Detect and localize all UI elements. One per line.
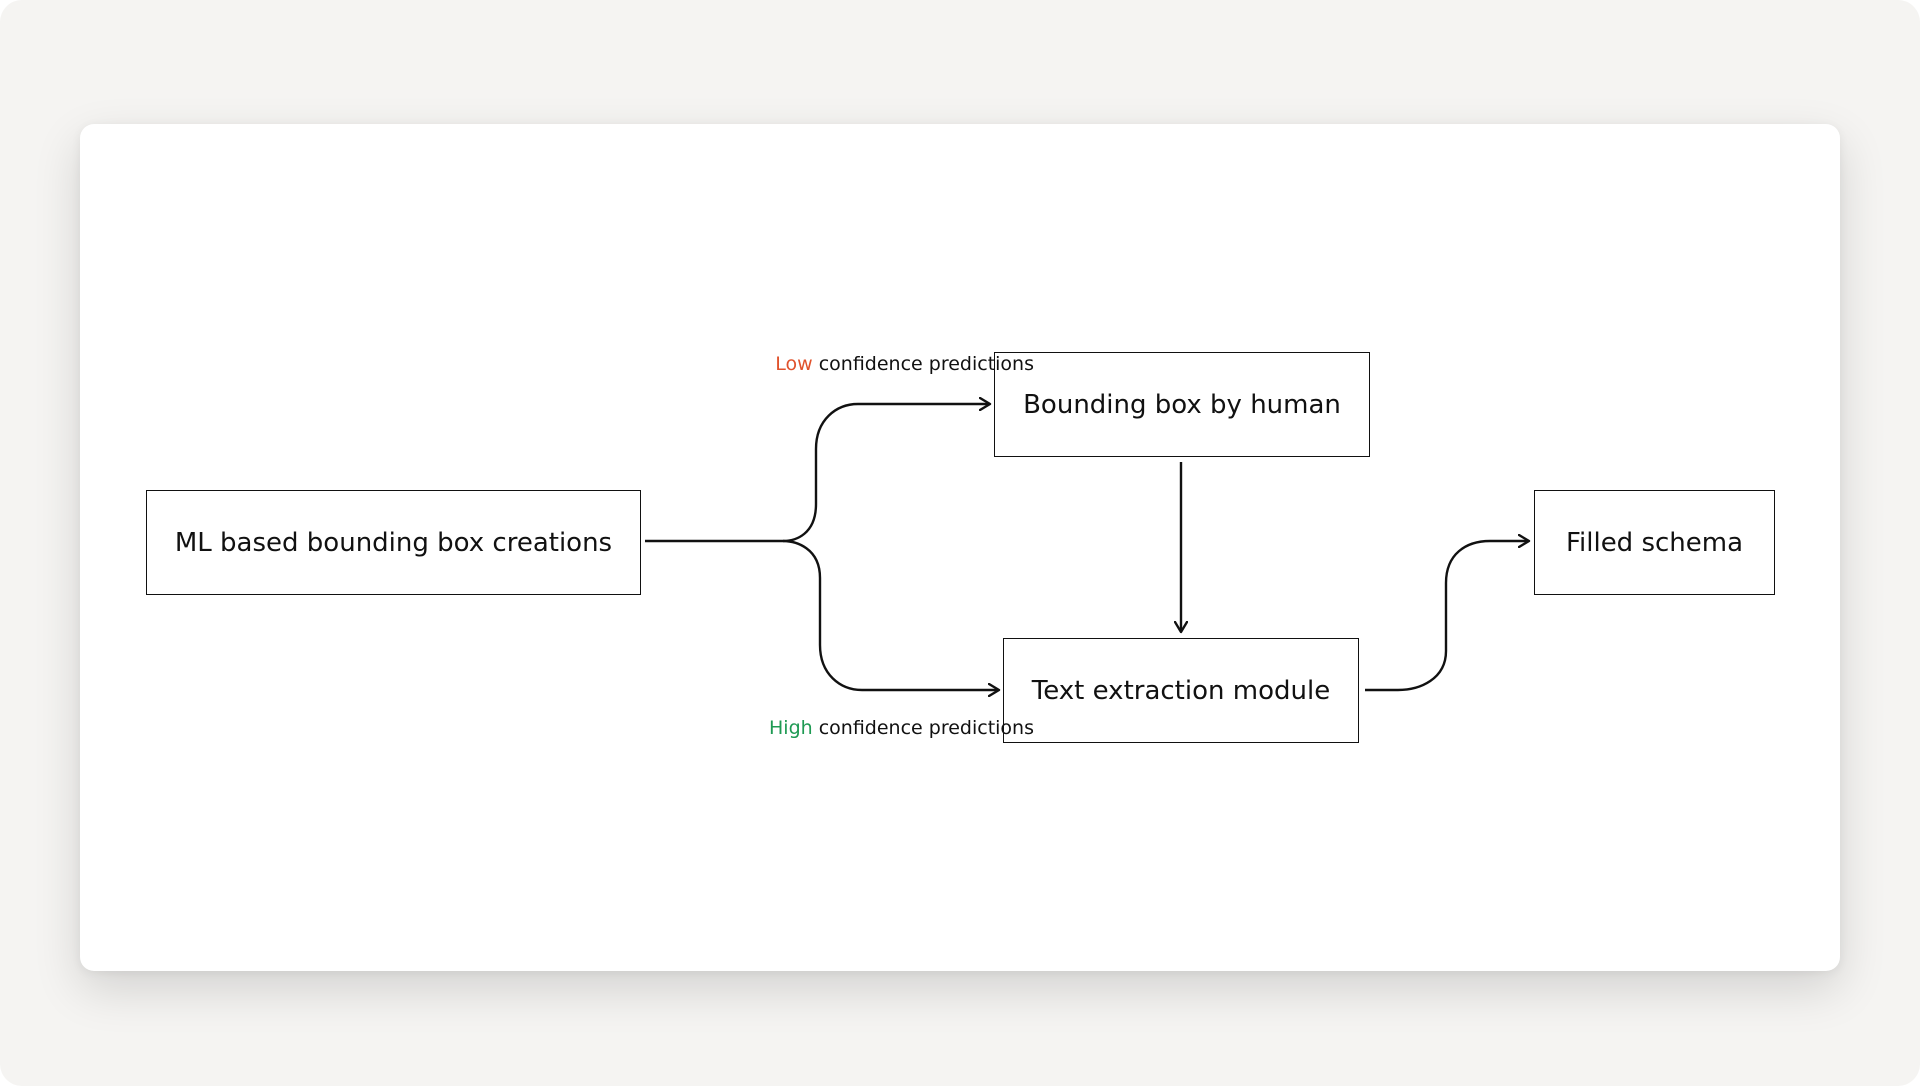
edge-label-low-confidence: Low confidence predictions bbox=[775, 353, 1034, 375]
node-bounding-box-by-human-label: Bounding box by human bbox=[1023, 389, 1341, 420]
node-filled-schema-label: Filled schema bbox=[1565, 527, 1744, 558]
edge-label-high-prefix: High bbox=[769, 717, 813, 739]
diagram-card: ML based bounding box creations Bounding… bbox=[80, 124, 1840, 971]
node-text-extraction-module: Text extraction module bbox=[1003, 638, 1359, 743]
edge-ml-to-human bbox=[645, 404, 990, 543]
edge-text-extraction-to-filled-schema bbox=[1365, 541, 1529, 692]
node-bounding-box-by-human: Bounding box by human bbox=[994, 352, 1370, 457]
node-ml-bounding-box-creations-label: ML based bounding box creations bbox=[174, 527, 613, 558]
node-ml-bounding-box-creations: ML based bounding box creations bbox=[146, 490, 641, 595]
node-text-extraction-module-label: Text extraction module bbox=[1031, 675, 1331, 706]
edge-label-low-prefix: Low bbox=[775, 353, 813, 375]
diagram-edges bbox=[645, 124, 1840, 971]
edge-label-high-confidence: High confidence predictions bbox=[769, 717, 1034, 739]
edge-label-low-rest: confidence predictions bbox=[812, 353, 1034, 375]
edge-label-high-rest: confidence predictions bbox=[812, 717, 1034, 739]
edge-ml-to-text-extraction bbox=[782, 539, 999, 690]
node-filled-schema: Filled schema bbox=[1534, 490, 1775, 595]
